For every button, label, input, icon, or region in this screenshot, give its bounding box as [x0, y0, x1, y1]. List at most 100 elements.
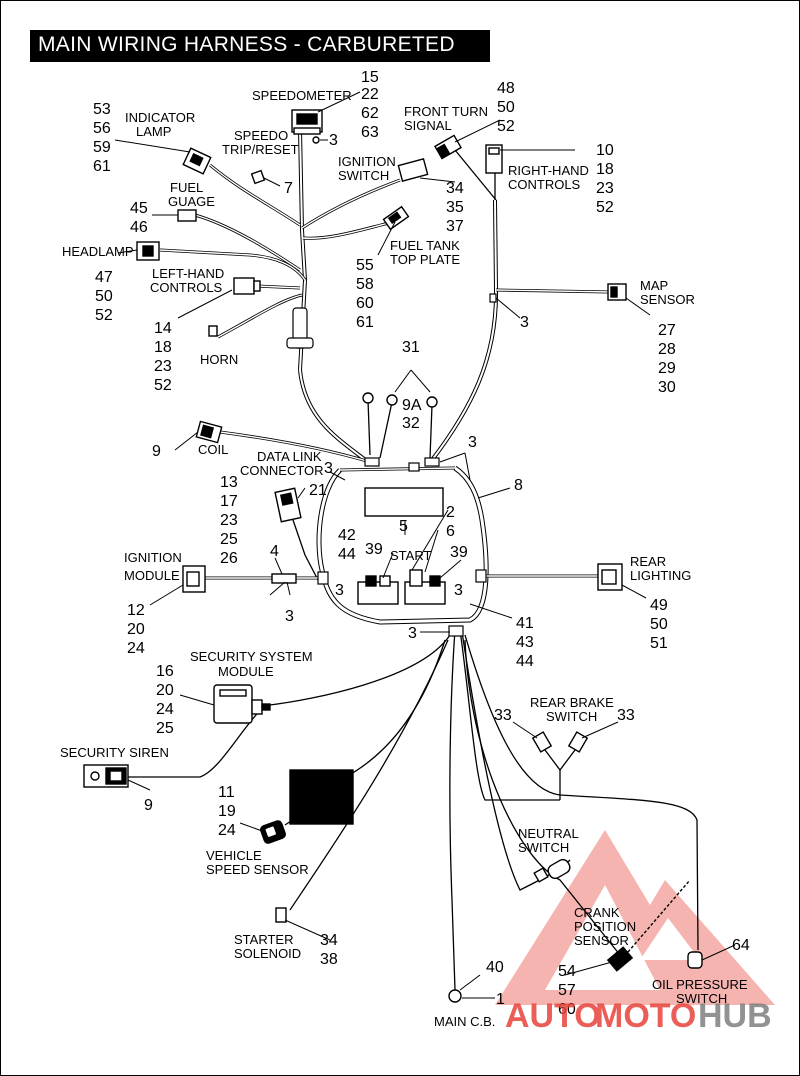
ref-number: 18 [596, 161, 614, 178]
ref-number: 27 [658, 322, 676, 339]
ref-number: 51 [650, 635, 668, 652]
label-crank-1: CRANK [574, 905, 620, 920]
ref-number: 23 [154, 358, 172, 375]
ref-number: 33 [494, 707, 512, 724]
ref-number: 34 [446, 180, 464, 197]
headlamp-connector [136, 241, 160, 261]
label-front-turn-2: SIGNAL [404, 118, 452, 133]
ref-number: 16 [156, 663, 174, 680]
ref-number: 3 [329, 132, 338, 149]
label-crank-3: SENSOR [574, 933, 629, 948]
ref-number: 29 [658, 360, 676, 377]
label-horn: HORN [200, 352, 238, 367]
ref-number: 8 [514, 477, 523, 494]
map-sensor-connector [607, 283, 627, 301]
ref-number: 10 [596, 142, 614, 159]
component-labels: SPEEDOMETER SPEEDO TRIP/RESET INDICATOR … [60, 88, 748, 1029]
watermark-moto: MOTO [595, 997, 696, 1035]
ref-number: 57 [558, 982, 576, 999]
relay-start [404, 569, 446, 605]
ref-number: 2 [446, 504, 455, 521]
ref-number: 56 [93, 120, 111, 137]
label-headlamp: HEADLAMP [62, 244, 134, 259]
ref-number: 9 [144, 797, 153, 814]
ref-number: 33 [617, 707, 635, 724]
ref-number: 14 [154, 320, 172, 337]
ref-number: 25 [156, 720, 174, 737]
ref-number: 32 [402, 415, 420, 432]
ref-number: 25 [220, 531, 238, 548]
relay-left [357, 575, 399, 605]
speedometer-connector [291, 109, 323, 135]
label-start: START [390, 548, 431, 563]
label-ign-mod-2: MODULE [124, 568, 180, 583]
security-system-module [213, 684, 271, 724]
label-ign-mod-1: IGNITION [124, 550, 182, 565]
ref-number: 52 [497, 118, 515, 135]
ref-number: 52 [95, 307, 113, 324]
neutral-switch-connector [533, 858, 571, 883]
left-hand-controls-connector [233, 277, 261, 295]
label-lhc-1: LEFT-HAND [152, 266, 224, 281]
right-hand-controls-connector [485, 144, 503, 174]
ref-number: 62 [361, 105, 379, 122]
label-starter-2: SOLENOID [234, 946, 301, 961]
label-rear-brake-2: SWITCH [546, 709, 597, 724]
ref-number: 24 [127, 640, 145, 657]
ref-number: 22 [361, 86, 379, 103]
ref-number: 55 [356, 257, 374, 274]
label-neutral-2: SWITCH [518, 840, 569, 855]
ref-number: 12 [127, 602, 145, 619]
leader-lines [114, 91, 736, 999]
fuel-tank-top-plate-connector [382, 205, 410, 231]
ref-number: 59 [93, 139, 111, 156]
label-sec-mod-1: SECURITY SYSTEM [190, 649, 313, 664]
label-lhc-2: CONTROLS [150, 280, 223, 295]
label-speedo-2: TRIP/RESET [222, 142, 299, 157]
ref-number: 41 [516, 615, 534, 632]
label-siren: SECURITY SIREN [60, 745, 169, 760]
ref-number: 47 [95, 269, 113, 286]
title-bar [30, 30, 490, 62]
ref-number: 3 [408, 625, 417, 642]
ref-number: 35 [446, 199, 464, 216]
ref-number: 31 [402, 339, 420, 356]
speedo-trip-reset-connector [250, 136, 320, 185]
ref-number: 24 [218, 822, 236, 839]
label-oil-1: OIL PRESSURE [652, 977, 748, 992]
ref-number: 34 [320, 932, 338, 949]
label-sec-mod-2: MODULE [218, 664, 274, 679]
ref-number: 26 [220, 550, 238, 567]
label-neutral-1: NEUTRAL [518, 826, 579, 841]
label-vss-1: VEHICLE [206, 848, 262, 863]
coil-connector [195, 420, 223, 444]
label-ign-sw-1: IGNITION [338, 154, 396, 169]
label-rear-lighting-2: LIGHTING [630, 568, 691, 583]
label-map-1: MAP [640, 278, 668, 293]
ref-number: 38 [320, 951, 338, 968]
ref-number: 19 [218, 803, 236, 820]
label-crank-2: POSITION [574, 919, 636, 934]
ref-number: 30 [658, 379, 676, 396]
ref-number: 20 [127, 621, 145, 638]
security-siren-connector [83, 764, 129, 788]
ref-number: 45 [130, 200, 148, 217]
ref-number: 52 [154, 377, 172, 394]
ref-number: 40 [486, 959, 504, 976]
harness-clips [286, 293, 497, 637]
indicator-lamp-connector [182, 147, 212, 175]
ref-number: 46 [130, 219, 148, 236]
data-link-connector [274, 487, 302, 523]
ref-number: 3 [468, 434, 477, 451]
oil-pressure-switch-connector [687, 951, 703, 969]
label-rhc-1: RIGHT-HAND [508, 163, 589, 178]
rear-brake-switch-connectors [531, 731, 589, 753]
label-fuel-1: FUEL [170, 180, 203, 195]
label-starter-1: STARTER [234, 932, 293, 947]
label-dlc-2: CONNECTOR [240, 463, 324, 478]
label-rear-lighting-1: REAR [630, 554, 666, 569]
label-vss-2: SPEED SENSOR [206, 862, 309, 877]
ref-number: 49 [650, 597, 668, 614]
ref-number: 9 [152, 443, 161, 460]
ref-number: 28 [658, 341, 676, 358]
